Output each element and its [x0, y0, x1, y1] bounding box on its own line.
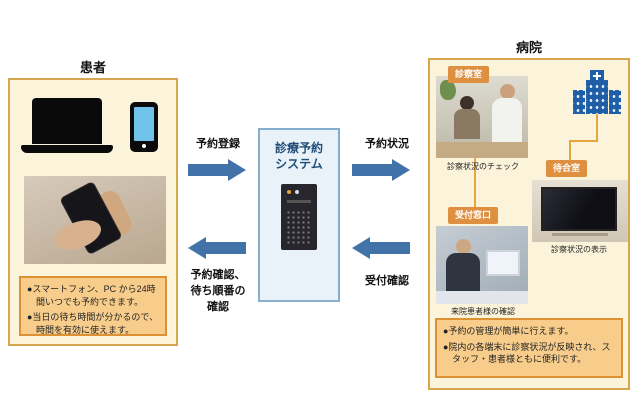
desk-shape: [436, 142, 528, 158]
connector-line: [596, 114, 598, 141]
photo-waiting-room-monitor: [532, 180, 628, 242]
hospital-section-title: 病院: [515, 40, 542, 55]
system-title: 診療予約 システム: [274, 141, 323, 172]
smartphone-home-button: [142, 144, 146, 148]
smartphone-icon: [130, 102, 158, 152]
patient-body-shape: [454, 109, 480, 139]
hospital-notes-box: ●予約の管理が簡単に行えます。 ●院内の各端末に診察状況が反映され、スタッフ・患…: [435, 318, 623, 378]
patient-notes-box: ●スマートフォン、PC から24時間いつでも予約できます。 ●当日の待ち時間が分…: [19, 276, 167, 336]
label-reception-confirm: 受付確認: [365, 275, 409, 287]
patient-note-2: ●当日の待ち時間が分かるので、時間を有効に使えます。: [27, 312, 159, 335]
server-icon: [281, 184, 317, 251]
hospital-note-1: ●予約の管理が簡単に行えます。: [443, 326, 574, 336]
building-left-wing: [573, 90, 585, 114]
waiting-room-caption: 診察状況の表示: [551, 245, 607, 254]
patient-devices: [10, 92, 176, 170]
patient-note-1: ●スマートフォン、PC から24時間いつでも予約できます。: [27, 284, 156, 307]
arrow-left-system-to-patient: [188, 237, 246, 259]
laptop-icon: [21, 98, 113, 153]
server-vent-grid: [286, 210, 312, 245]
monitor-shadow-shape: [552, 233, 608, 236]
waiting-room-badge: 待合室: [546, 160, 588, 177]
arrow-head-right: [228, 159, 246, 181]
system-panel: 診療予約 システム: [258, 128, 340, 302]
building-main-tower: [586, 80, 608, 114]
wall-monitor-shape: [541, 187, 617, 231]
server-light-white: [295, 190, 299, 195]
arrow-right-system-to-hospital: [352, 159, 410, 181]
hospital-panel: 診察室 診察状況のチェック 待合室 診察状況の表示 受付窓口: [428, 58, 630, 390]
photo-hand-holding-smartphone: [24, 176, 166, 264]
hospital-note-2: ●院内の各端末に診察状況が反映され、スタッフ・患者様ともに便利です。: [443, 341, 611, 365]
doctor-body-shape: [492, 98, 522, 144]
plant-shape: [440, 80, 456, 100]
hospital-building-icon: [573, 70, 621, 114]
arrow-bar: [206, 242, 246, 254]
patient-section-title: 患者: [79, 60, 106, 75]
reception-desk-badge: 受付窓口: [448, 207, 499, 224]
label-reservation-status: 予約状況: [365, 138, 409, 150]
arrow-bar: [352, 164, 392, 176]
label-reservation-register: 予約登録: [196, 138, 240, 150]
patient-panel: ●スマートフォン、PC から24時間いつでも予約できます。 ●当日の待ち時間が分…: [8, 78, 178, 346]
arrow-head-right: [392, 159, 410, 181]
arrow-bar: [370, 242, 410, 254]
arrow-left-hospital-to-system: [352, 237, 410, 259]
label-reservation-confirm: 予約確認、 待ち順番の 確認: [190, 269, 246, 313]
exam-room-badge: 診察室: [448, 66, 490, 83]
patient-head-shape: [460, 96, 474, 110]
reception-desk-caption: 来院患者様の確認: [451, 307, 515, 316]
medical-cross-icon: [590, 70, 604, 82]
reception-monitor-shape: [486, 250, 520, 276]
connector-line: [569, 140, 571, 162]
doctor-head-shape: [500, 84, 515, 99]
connector-line: [569, 140, 598, 142]
smartphone-screen: [134, 107, 154, 141]
staff-head-shape: [456, 239, 471, 254]
server-light-orange: [287, 190, 291, 195]
photo-reception-desk: [436, 226, 528, 304]
photo-exam-room: [436, 76, 528, 158]
arrow-bar: [188, 164, 228, 176]
laptop-screen: [32, 98, 102, 144]
exam-room-caption: 診察状況のチェック: [447, 162, 519, 171]
laptop-base: [21, 145, 113, 153]
arrow-head-left: [352, 237, 370, 259]
arrow-right-patient-to-system: [188, 159, 246, 181]
counter-shape: [436, 291, 528, 304]
building-right-wing: [609, 90, 621, 114]
server-drive-slot: [287, 200, 311, 204]
arrow-head-left: [188, 237, 206, 259]
cross-vertical-bar: [596, 72, 598, 80]
